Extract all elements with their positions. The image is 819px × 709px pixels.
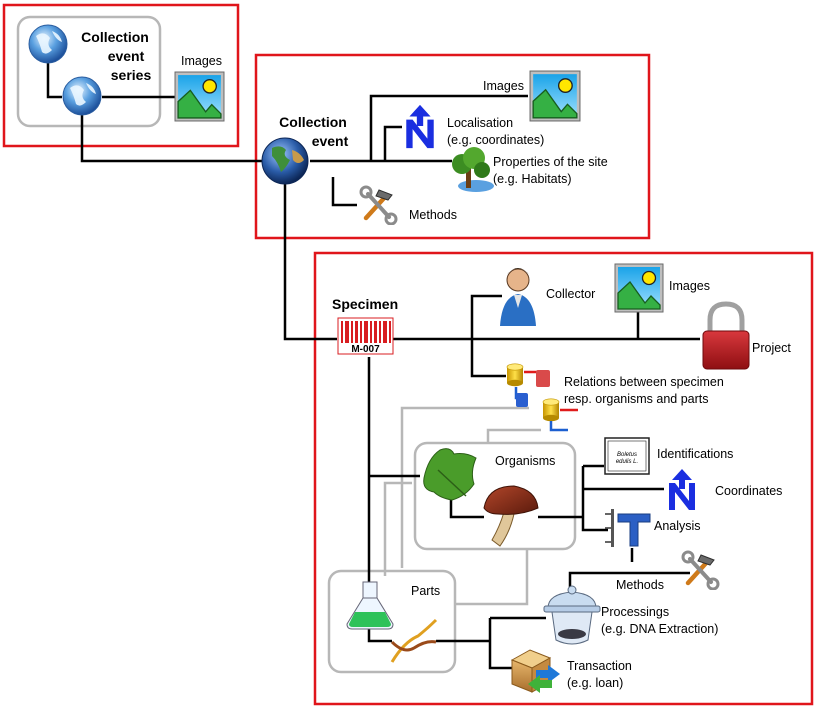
organisms-label: Organisms: [495, 454, 555, 468]
project-label: Project: [752, 341, 791, 355]
series-images-label: Images: [181, 54, 222, 68]
connector-lines: [46, 62, 700, 670]
leaf-icon: [423, 448, 477, 501]
dna-icon: [390, 618, 438, 663]
barcode-icon: [337, 317, 394, 355]
flask-icon: [346, 581, 394, 630]
database-relations-icon: [506, 363, 578, 432]
tools-icon: [683, 552, 718, 589]
image-icon: [174, 71, 225, 122]
north-arrow-icon: [406, 104, 434, 149]
specimen-methods-label: Methods: [616, 578, 664, 592]
tree-icon: [452, 147, 494, 192]
localisation-label-line: (e.g. coordinates): [447, 133, 544, 147]
frame-collection-event-series: [2, 3, 240, 148]
north-arrow-icon: [669, 469, 695, 510]
site-label-line: Properties of the site: [493, 155, 608, 169]
series-title-line: series: [111, 67, 152, 83]
frame-specimen: [313, 251, 814, 706]
event-title-line: event: [312, 133, 349, 149]
transaction-label-line: Transaction: [567, 659, 632, 673]
event-methods-label: Methods: [409, 208, 457, 222]
site-label-line: (e.g. Habitats): [493, 172, 572, 186]
transaction-box-icon: [510, 649, 560, 693]
series-title-line: event: [108, 48, 145, 64]
relations-label-line: Relations between specimen: [564, 375, 724, 389]
event-title-line: Collection: [279, 114, 347, 130]
specimen-images-label: Images: [669, 279, 710, 293]
relations-label-line: resp. organisms and parts: [564, 392, 709, 406]
id-card-line: edulis L.: [616, 459, 638, 465]
group-box-parts: [327, 569, 457, 674]
series-title-line: Collection: [81, 29, 149, 45]
globe-icon: [28, 24, 68, 64]
image-icon: [614, 263, 664, 313]
lock-icon: [702, 301, 750, 370]
tools-icon: [361, 187, 396, 224]
id-card-line: Boletus: [617, 452, 637, 458]
desiccator-icon: [543, 585, 601, 645]
localisation-label-line: Localisation: [447, 116, 513, 130]
mushroom-icon: [483, 485, 539, 547]
frame-collection-event: [254, 53, 651, 240]
analysis-label: Analysis: [654, 519, 701, 533]
event-images-label: Images: [483, 79, 524, 93]
identification-card-icon: [604, 437, 650, 475]
specimen-title: Specimen: [332, 296, 398, 312]
identifications-label: Identifications: [657, 447, 733, 461]
group-box-series: [16, 15, 162, 128]
caliper-icon: [605, 509, 651, 547]
image-icon: [529, 70, 581, 122]
processings-label-line: (e.g. DNA Extraction): [601, 622, 718, 636]
earth-icon: [261, 137, 309, 185]
processings-label-line: Processings: [601, 605, 669, 619]
barcode-text: M-007: [351, 344, 380, 355]
coordinates-label: Coordinates: [715, 484, 782, 498]
globe-icon: [62, 76, 102, 116]
relations-gray-lines: [383, 406, 541, 606]
group-box-organisms: [413, 441, 577, 551]
collector-label: Collector: [546, 287, 595, 301]
parts-label: Parts: [411, 584, 440, 598]
collector-person-icon: [500, 268, 536, 326]
transaction-label-line: (e.g. loan): [567, 676, 623, 690]
